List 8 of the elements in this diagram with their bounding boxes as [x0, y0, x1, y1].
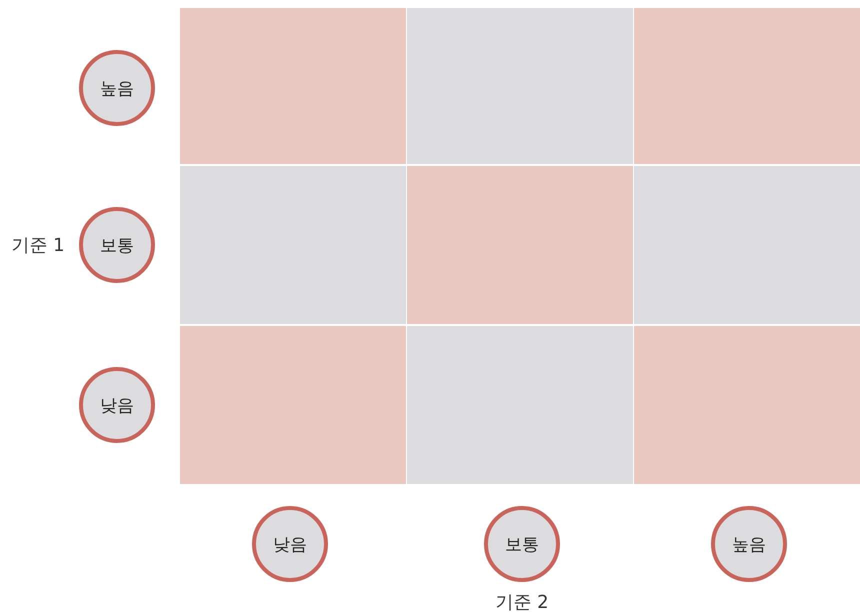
level-circle: 보통	[79, 207, 155, 283]
level-circle: 높음	[79, 50, 155, 126]
axis-label: 기준 2	[495, 591, 549, 614]
level-circle: 보통	[484, 506, 560, 582]
level-circle: 높음	[711, 506, 787, 582]
level-circle: 낮음	[79, 367, 155, 443]
level-circle: 낮음	[252, 506, 328, 582]
axis-label: 기준 1	[11, 234, 65, 257]
